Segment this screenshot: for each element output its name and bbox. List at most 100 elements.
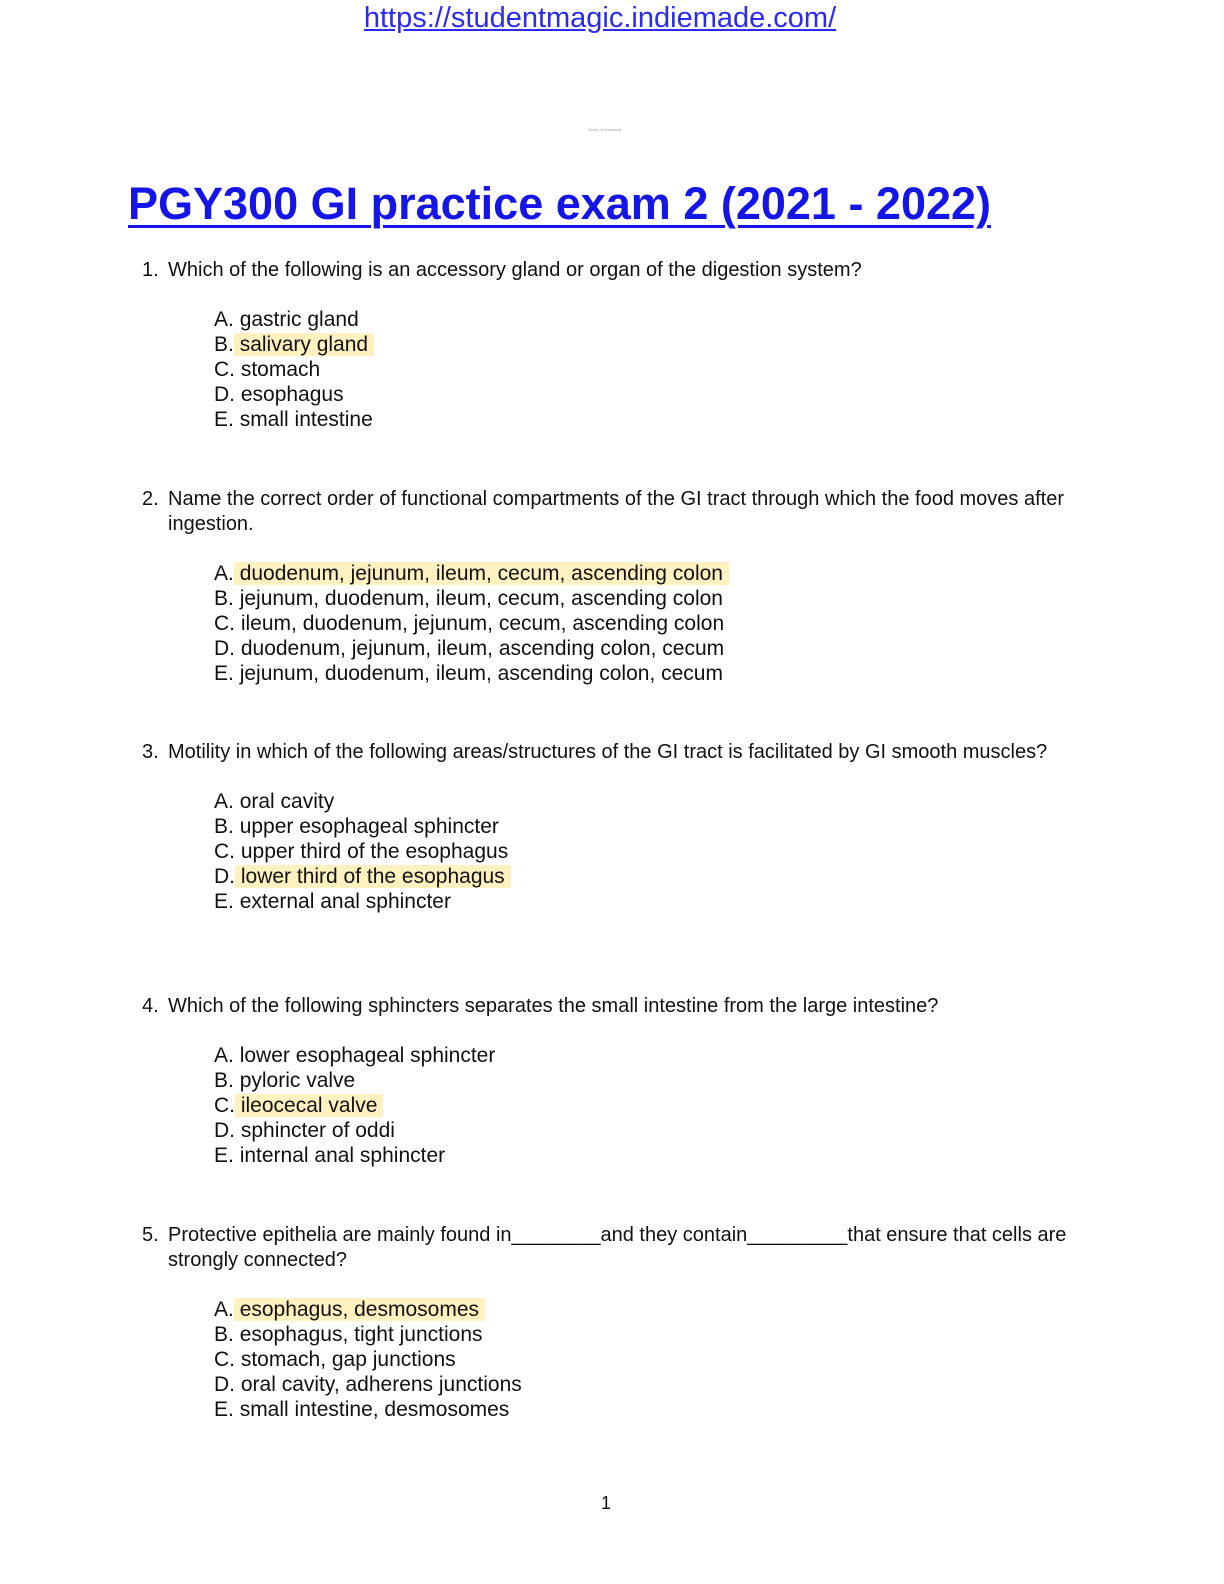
option-letter: D.: [214, 637, 235, 660]
question-number: 1.: [142, 259, 159, 281]
answer-option: D. sphincter of oddi: [214, 1118, 1082, 1143]
question-3: 3. Motility in which of the following ar…: [142, 740, 1082, 914]
answer-options: A. lower esophageal sphincter B. pyloric…: [142, 1043, 1082, 1168]
question-number: 5.: [142, 1224, 159, 1246]
option-letter: B.: [214, 587, 234, 610]
answer-option: C. upper third of the esophagus: [214, 839, 1082, 864]
option-letter: C.: [214, 1348, 235, 1371]
question-stem: 1. Which of the following is an accessor…: [142, 258, 1082, 283]
option-text: stomach, gap junctions: [240, 1348, 456, 1371]
question-number: 3.: [142, 741, 159, 763]
option-letter: B.: [214, 333, 234, 356]
answer-option: D. oral cavity, adherens junctions: [214, 1372, 1082, 1397]
option-text: esophagus: [240, 383, 344, 406]
question-stem: 5. Protective epithelia are mainly found…: [142, 1223, 1082, 1273]
option-letter: A.: [214, 1044, 234, 1067]
option-text: lower esophageal sphincter: [239, 1044, 496, 1067]
option-text: small intestine: [239, 408, 373, 431]
option-letter: E.: [214, 662, 234, 685]
option-letter: C.: [214, 1094, 235, 1117]
option-letter: E.: [214, 1398, 234, 1421]
option-text-highlighted: salivary gland: [233, 333, 375, 356]
option-letter: B.: [214, 1323, 234, 1346]
question-4: 4. Which of the following sphincters sep…: [142, 994, 1082, 1168]
answer-option: E. small intestine: [214, 407, 1082, 432]
answer-option: E. small intestine, desmosomes: [214, 1397, 1082, 1422]
answer-option: B. esophagus, tight junctions: [214, 1322, 1082, 1347]
option-letter: D.: [214, 383, 235, 406]
document-title: PGY300 GI practice exam 2 (2021 - 2022): [128, 178, 992, 229]
option-letter: E.: [214, 408, 234, 431]
option-letter: A.: [214, 308, 234, 331]
option-letter: B.: [214, 1069, 234, 1092]
option-text: pyloric valve: [239, 1069, 356, 1092]
option-text: internal anal sphincter: [239, 1144, 446, 1167]
option-text: oral cavity: [239, 790, 335, 813]
question-text: Which of the following sphincters separa…: [168, 995, 939, 1017]
question-5: 5. Protective epithelia are mainly found…: [142, 1223, 1082, 1422]
option-letter: A.: [214, 1298, 234, 1321]
option-letter: A.: [214, 562, 234, 585]
option-letter: D.: [214, 1119, 235, 1142]
answer-options: A. duodenum, jejunum, ileum, cecum, asce…: [142, 561, 1082, 686]
answer-option: A. gastric gland: [214, 307, 1082, 332]
option-letter: D.: [214, 865, 235, 888]
question-text: Motility in which of the following areas…: [168, 741, 1048, 763]
question-text: Protective epithelia are mainly found in…: [168, 1224, 1067, 1271]
watermark-text: Study on Docmerit: [588, 127, 621, 132]
answer-option-correct: B. salivary gland: [214, 332, 1082, 357]
question-number: 2.: [142, 488, 159, 510]
option-text-highlighted: ileocecal valve: [235, 1094, 384, 1117]
answer-options: A. oral cavity B. upper esophageal sphin…: [142, 789, 1082, 914]
answer-option: B. upper esophageal sphincter: [214, 814, 1082, 839]
answer-options: A. esophagus, desmosomes B. esophagus, t…: [142, 1297, 1082, 1422]
option-text: small intestine, desmosomes: [239, 1398, 510, 1421]
option-letter: D.: [214, 1373, 235, 1396]
option-text: gastric gland: [239, 308, 359, 331]
question-text: Name the correct order of functional com…: [168, 488, 1064, 535]
answer-option-correct: C. ileocecal valve: [214, 1093, 1082, 1118]
answer-options: A. gastric gland B. salivary gland C. st…: [142, 307, 1082, 432]
answer-option: C. stomach, gap junctions: [214, 1347, 1082, 1372]
option-text: oral cavity, adherens junctions: [240, 1373, 522, 1396]
question-number: 4.: [142, 995, 159, 1017]
option-letter: A.: [214, 790, 234, 813]
answer-option: B. jejunum, duodenum, ileum, cecum, asce…: [214, 586, 1082, 611]
page-number: 1: [600, 1493, 611, 1513]
answer-option: C. ileum, duodenum, jejunum, cecum, asce…: [214, 611, 1082, 636]
answer-option: A. oral cavity: [214, 789, 1082, 814]
option-text-highlighted: duodenum, jejunum, ileum, cecum, ascendi…: [233, 562, 729, 585]
answer-option-correct: A. esophagus, desmosomes: [214, 1297, 1082, 1322]
option-text: jejunum, duodenum, ileum, ascending colo…: [239, 662, 723, 685]
answer-option-correct: D. lower third of the esophagus: [214, 864, 1082, 889]
option-text-highlighted: lower third of the esophagus: [235, 865, 511, 888]
option-letter: E.: [214, 1144, 234, 1167]
option-text: duodenum, jejunum, ileum, ascending colo…: [240, 637, 725, 660]
option-letter: C.: [214, 840, 235, 863]
option-text: esophagus, tight junctions: [239, 1323, 483, 1346]
option-letter: C.: [214, 612, 235, 635]
question-2: 2. Name the correct order of functional …: [142, 487, 1082, 686]
question-stem: 2. Name the correct order of functional …: [142, 487, 1082, 537]
question-text: Which of the following is an accessory g…: [168, 259, 862, 281]
answer-option: D. esophagus: [214, 382, 1082, 407]
answer-option: E. external anal sphincter: [214, 889, 1082, 914]
option-text: upper esophageal sphincter: [239, 815, 499, 838]
question-stem: 4. Which of the following sphincters sep…: [142, 994, 1082, 1019]
option-text-highlighted: esophagus, desmosomes: [233, 1298, 485, 1321]
answer-option: D. duodenum, jejunum, ileum, ascending c…: [214, 636, 1082, 661]
option-letter: E.: [214, 890, 234, 913]
question-1: 1. Which of the following is an accessor…: [142, 258, 1082, 432]
answer-option: B. pyloric valve: [214, 1068, 1082, 1093]
header-url-link[interactable]: https://studentmagic.indiemade.com/: [363, 2, 837, 34]
option-text: ileum, duodenum, jejunum, cecum, ascendi…: [240, 612, 725, 635]
answer-option-correct: A. duodenum, jejunum, ileum, cecum, asce…: [214, 561, 1082, 586]
option-text: jejunum, duodenum, ileum, cecum, ascendi…: [239, 587, 723, 610]
answer-option: E. internal anal sphincter: [214, 1143, 1082, 1168]
option-letter: B.: [214, 815, 234, 838]
answer-option: E. jejunum, duodenum, ileum, ascending c…: [214, 661, 1082, 686]
option-text: upper third of the esophagus: [240, 840, 509, 863]
option-text: sphincter of oddi: [240, 1119, 395, 1142]
question-stem: 3. Motility in which of the following ar…: [142, 740, 1082, 765]
